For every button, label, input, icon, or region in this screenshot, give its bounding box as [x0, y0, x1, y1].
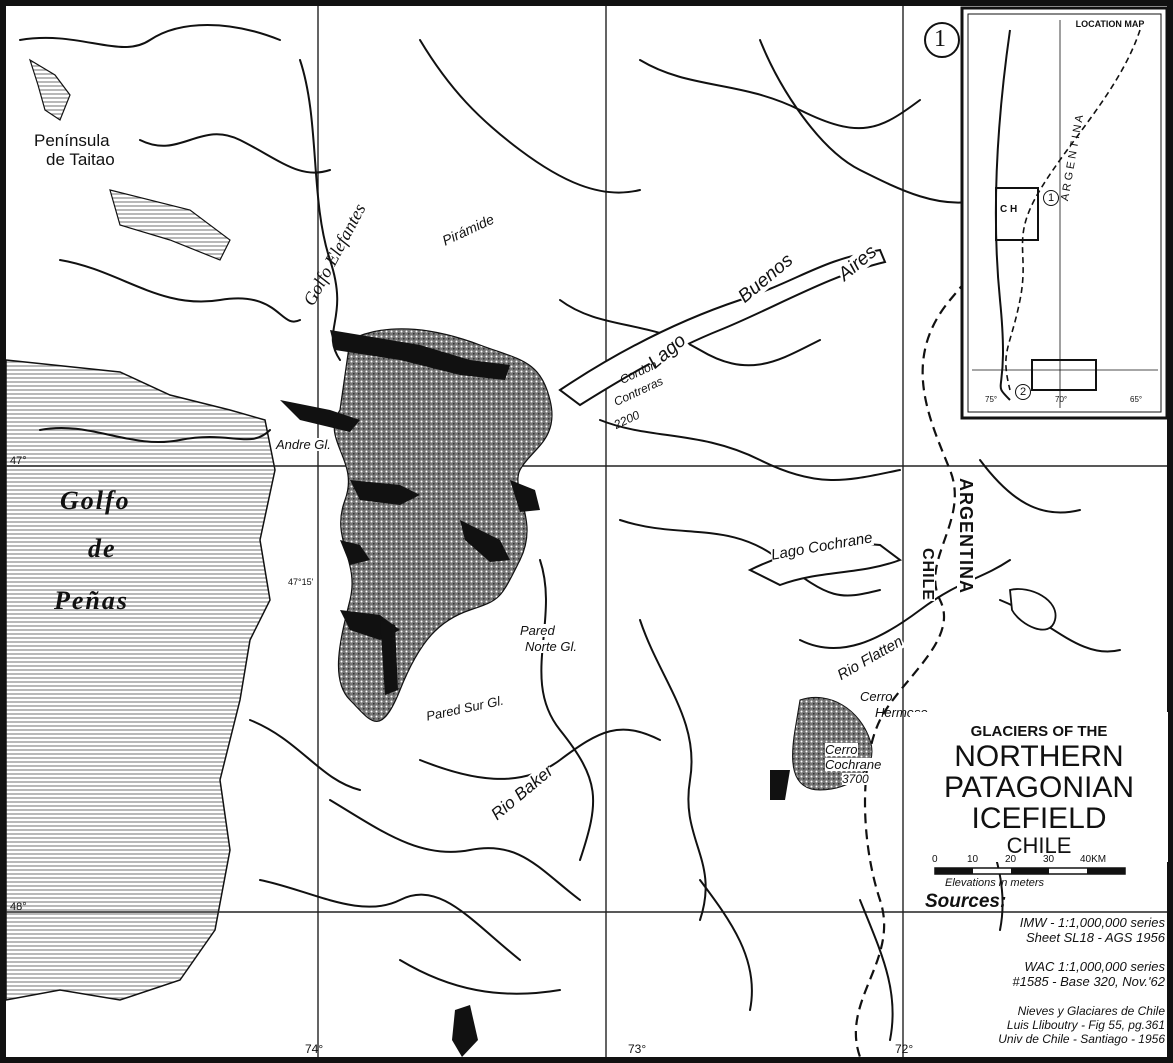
- northern-patagonian-icefield: [280, 328, 873, 800]
- scale-note: Elevations in meters: [945, 877, 1045, 889]
- source-1b: Sheet SL18 - AGS 1956: [1025, 930, 1165, 945]
- scale-tick-40km: 40KM: [1080, 854, 1107, 865]
- source-2a: WAC 1:1,000,000 series: [1024, 959, 1165, 974]
- lake-east: [1009, 588, 1057, 631]
- location-map-country-chile: C H: [1000, 204, 1018, 215]
- sea-inlet-fjord: [109, 189, 231, 261]
- scale-tick-0: 0: [932, 854, 938, 865]
- source-3b: Luis Lliboutry - Fig 55, pg.361: [1006, 1018, 1165, 1032]
- source-2b: #1585 - Base 320, Nov.'62: [1012, 974, 1165, 989]
- label-pared-norte-2: Norte Gl.: [525, 639, 578, 654]
- grid-label-lon-74: 74°: [305, 1042, 324, 1056]
- label-cerro-cochrane-3: 3700: [842, 772, 869, 786]
- location-map-title: LOCATION MAP: [1075, 19, 1145, 29]
- label-peninsula-2: de Taitao: [46, 150, 115, 169]
- grid-label-lat-47-15: 47°15': [288, 577, 314, 587]
- location-map-lon-70: 70°: [1055, 395, 1068, 404]
- label-peninsula-1: Península: [34, 131, 110, 150]
- lago-buenos-aires: [558, 248, 887, 407]
- sea-golfo-de-penas: [5, 359, 276, 1001]
- scale-tick-10: 10: [967, 854, 979, 865]
- grid-label-lat-48: 48°: [10, 901, 27, 913]
- label-chile-border: CHILE: [919, 548, 936, 601]
- label-cerro-cochrane-2: Cochrane: [825, 757, 882, 772]
- sea-inlet-north: [28, 58, 71, 121]
- location-map-inset: [960, 6, 1169, 420]
- location-map-lon-75: 75°: [985, 395, 998, 404]
- map-number-circle: [924, 22, 960, 58]
- source-1a: IMW - 1:1,000,000 series: [1019, 915, 1165, 930]
- scale-tick-20: 20: [1005, 854, 1017, 865]
- map-number: 1: [934, 26, 946, 52]
- location-map-marker-2: 2: [1015, 384, 1031, 400]
- title-line-3: PATAGONIAN: [943, 771, 1135, 804]
- title-block: GLACIERS OF THE NORTHERN PATAGONIAN ICEF…: [910, 712, 1168, 862]
- island-south: [452, 1005, 478, 1057]
- rivers-and-coast: [19, 24, 1121, 1041]
- label-cerro-hermoso-1: Cerro: [860, 689, 893, 704]
- label-andre-gl: Andre Gl.: [276, 437, 331, 452]
- title-line-4: ICEFIELD: [971, 802, 1107, 835]
- location-map-marker-1: 1: [1043, 190, 1059, 206]
- title-line-5: CHILE: [1006, 833, 1072, 858]
- label-golfo-1: Golfo: [60, 486, 131, 515]
- grid-label-lon-72: 72°: [895, 1042, 914, 1056]
- label-golfo-2: de: [88, 534, 117, 563]
- label-cerro-cochrane-1: Cerro: [825, 742, 858, 757]
- title-line-1: GLACIERS OF THE: [970, 723, 1108, 740]
- source-3a: Nieves y Glaciares de Chile: [1017, 1004, 1165, 1018]
- label-golfo-3: Peñas: [54, 586, 129, 615]
- title-line-2: NORTHERN: [954, 740, 1124, 773]
- label-pared-norte-1: Pared: [520, 623, 555, 638]
- scale-tick-30: 30: [1043, 854, 1055, 865]
- location-map-lon-65: 65°: [1130, 395, 1143, 404]
- scale-bar: [934, 867, 1126, 875]
- label-argentina-border: ARGENTINA: [956, 478, 976, 594]
- sources-heading: Sources:: [925, 891, 1007, 912]
- grid-label-lat-47: 47°: [10, 455, 27, 467]
- grid-label-lon-73: 73°: [628, 1042, 647, 1056]
- source-3c: Univ de Chile - Santiago - 1956: [998, 1032, 1165, 1046]
- graticule: [6, 6, 1167, 1057]
